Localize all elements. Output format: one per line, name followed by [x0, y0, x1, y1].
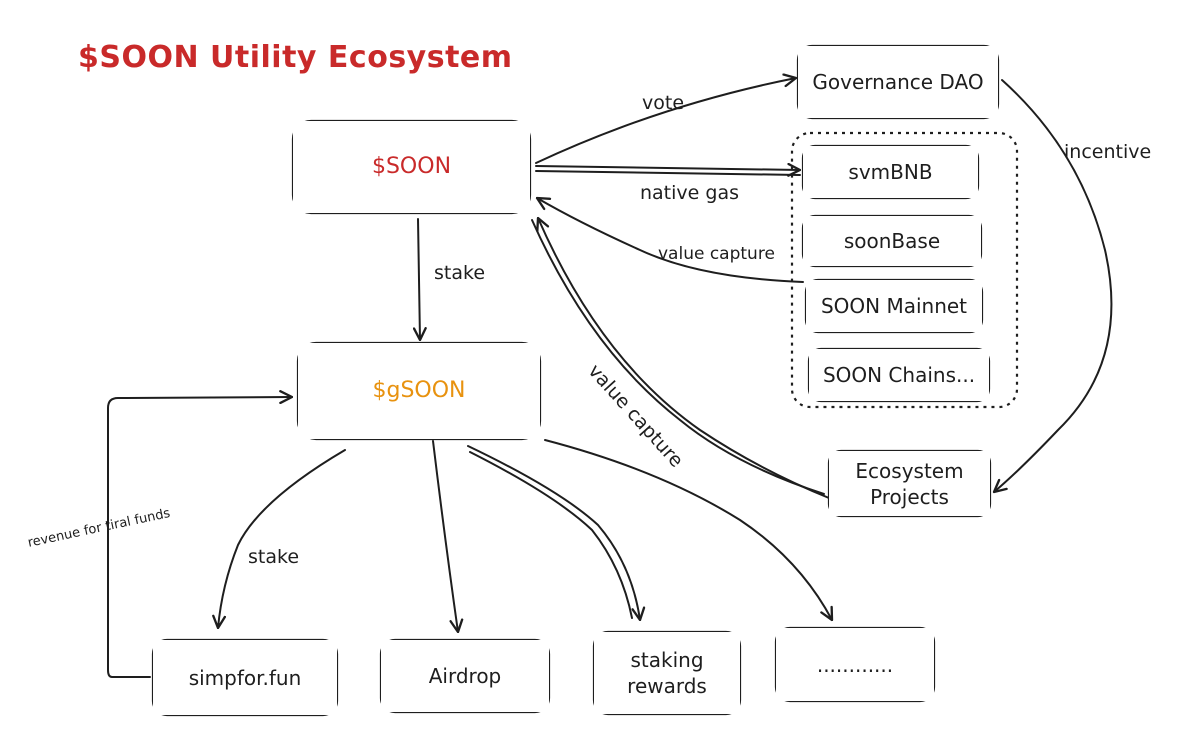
- diagram-title: $SOON Utility Ecosystem: [78, 40, 513, 75]
- svmbnb-label: svmBNB: [848, 160, 933, 184]
- chains-node: SOON Chains...: [809, 349, 989, 401]
- gsoon-label: $gSOON: [372, 378, 466, 403]
- soonbase-node: soonBase: [803, 216, 981, 266]
- native-gas-arrow: [535, 162, 802, 177]
- svmbnb-node: svmBNB: [803, 146, 978, 198]
- simpfor-label: simpfor.fun: [188, 665, 302, 690]
- stake-main-label: stake: [434, 262, 486, 284]
- airdrop-label: Airdrop: [428, 664, 502, 688]
- mainnet-label: SOON Mainnet: [820, 294, 968, 318]
- native-gas-label: native gas: [640, 182, 739, 204]
- value-capture-projects-arrow: [536, 216, 830, 499]
- governance-node: Governance DAO: [798, 46, 998, 118]
- mainnet-node: SOON Mainnet: [806, 280, 982, 332]
- governance-label: Governance DAO: [812, 70, 984, 94]
- simpfor-node: simpfor.fun: [153, 640, 337, 715]
- stake-simpfor-arrow: [212, 449, 346, 630]
- staking-rewards-arrow: [467, 445, 646, 622]
- revenue-arrow: [107, 390, 294, 678]
- soon-node: $SOON: [293, 121, 530, 213]
- more-label: ............: [816, 652, 894, 677]
- incentive-label: incentive: [1064, 141, 1152, 163]
- soon-label: $SOON: [371, 154, 452, 179]
- airdrop-node: Airdrop: [381, 640, 549, 712]
- vote-label: vote: [642, 92, 685, 114]
- ecosystem-label: Ecosystem Projects: [855, 458, 964, 509]
- chains-label: SOON Chains...: [822, 363, 976, 387]
- gsoon-node: $gSOON: [298, 343, 540, 439]
- value-capture-chains-label: value capture: [658, 244, 775, 264]
- more-arrow: [544, 439, 834, 622]
- vote-arrow: [535, 73, 798, 164]
- ecosystem-node: Ecosystem Projects: [829, 451, 990, 516]
- soonbase-label: soonBase: [843, 229, 941, 253]
- incentive-arrow: [992, 79, 1113, 494]
- stake-main-arrow: [412, 218, 427, 342]
- airdrop-arrow: [432, 440, 464, 634]
- staking-rewards-label: staking rewards: [627, 648, 707, 698]
- stake-simpfor-label: stake: [248, 546, 300, 568]
- staking-rewards-node: staking rewards: [594, 632, 740, 714]
- more-node: ............: [776, 628, 934, 701]
- chains-group-border: [790, 131, 1019, 409]
- value-capture-chains-arrow: [535, 196, 804, 283]
